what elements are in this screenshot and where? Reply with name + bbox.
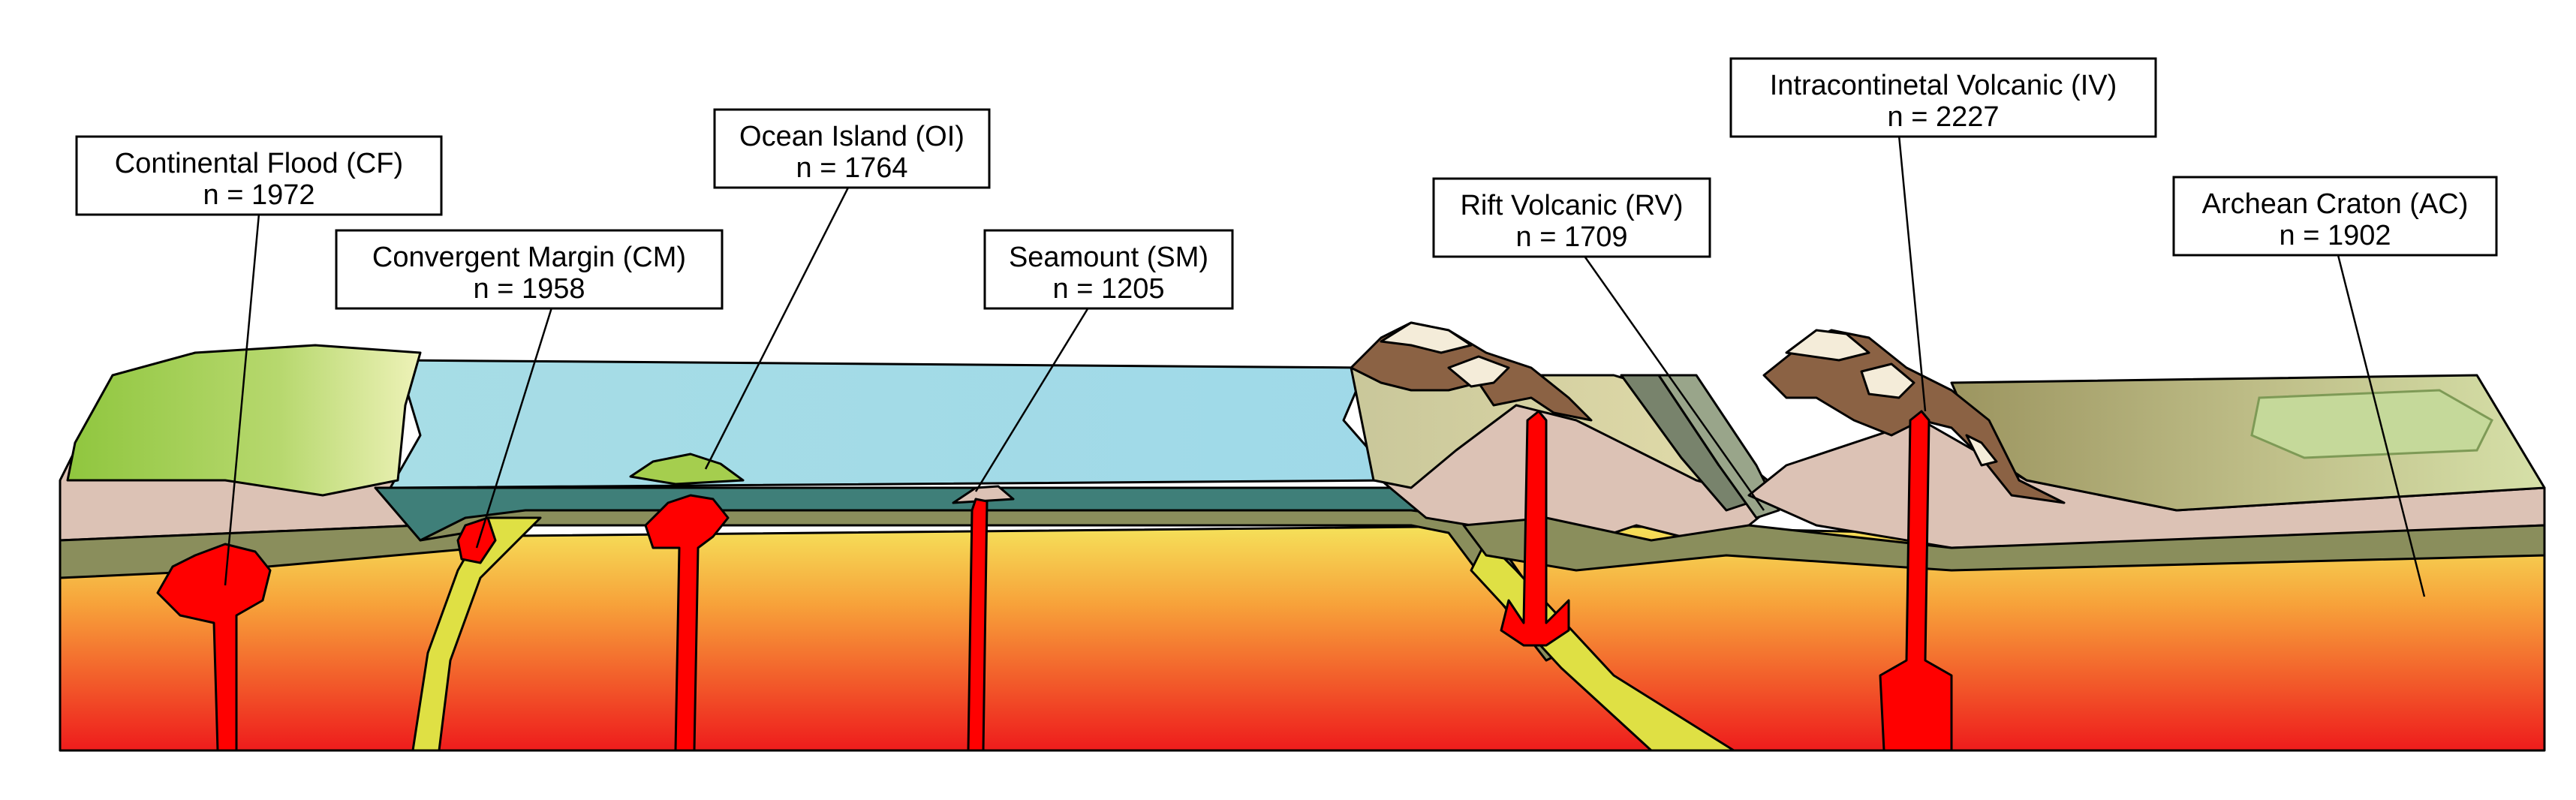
subducting-slab-left bbox=[411, 516, 542, 752]
cm-label-name: Convergent Margin (CM) bbox=[372, 242, 686, 273]
cf-label-count: n = 1972 bbox=[203, 179, 315, 211]
craton-field bbox=[2250, 389, 2493, 459]
ac-leader-line bbox=[2337, 254, 2426, 597]
ac-label-count: n = 1902 bbox=[2280, 220, 2391, 251]
snow-cap-1 bbox=[1380, 321, 1473, 354]
label-intracontinental-volcanic: Intracontinetal Volcanic (IV) n = 2227 bbox=[1729, 57, 2157, 138]
cf-magma-plume bbox=[156, 543, 272, 752]
cm-magma-chamber bbox=[456, 516, 497, 564]
ac-label-name: Archean Craton (AC) bbox=[2202, 188, 2469, 220]
ocean-island bbox=[629, 453, 745, 486]
snow-cap-5 bbox=[1965, 434, 1998, 467]
cf-label-name: Continental Flood (CF) bbox=[115, 148, 403, 179]
label-seamount: Seamount (SM) n = 1205 bbox=[983, 229, 1234, 310]
ocean-water bbox=[389, 359, 1398, 489]
iv-label-count: n = 2227 bbox=[1888, 101, 2000, 133]
cm-label-count: n = 1958 bbox=[474, 273, 585, 305]
snow-cap-4 bbox=[1860, 362, 1915, 399]
label-archean-craton: Archean Craton (AC) n = 1902 bbox=[2172, 176, 2498, 257]
oi-leader-line bbox=[704, 187, 850, 470]
cf-leader-line bbox=[224, 213, 260, 586]
sm-label-name: Seamount (SM) bbox=[1009, 242, 1208, 273]
label-ocean-island: Ocean Island (OI) n = 1764 bbox=[713, 108, 991, 189]
oi-magma-plume bbox=[644, 494, 730, 752]
oi-label-name: Ocean Island (OI) bbox=[739, 121, 964, 152]
rv-magma-conduit bbox=[1500, 410, 1570, 647]
rv-leader-line bbox=[1582, 254, 1765, 511]
sm-label-count: n = 1205 bbox=[1053, 273, 1165, 305]
snow-cap-3 bbox=[1785, 329, 1870, 362]
lithosphere-right bbox=[1462, 516, 2546, 572]
iv-leader-line bbox=[1897, 134, 1927, 412]
cm-leader-line bbox=[475, 307, 553, 549]
rv-label-count: n = 1709 bbox=[1516, 221, 1628, 253]
continental-flood-plain bbox=[66, 344, 422, 497]
rv-label-name: Rift Volcanic (RV) bbox=[1460, 190, 1683, 221]
label-convergent-margin: Convergent Margin (CM) n = 1958 bbox=[335, 229, 724, 310]
oi-label-count: n = 1764 bbox=[796, 152, 908, 184]
iv-label-name: Intracontinetal Volcanic (IV) bbox=[1770, 70, 2117, 101]
sm-leader-line bbox=[974, 307, 1090, 492]
iv-magma-conduit bbox=[1879, 410, 1953, 752]
label-rift-volcanic: Rift Volcanic (RV) n = 1709 bbox=[1432, 177, 1711, 258]
snow-cap-2 bbox=[1447, 355, 1510, 388]
sm-magma-conduit bbox=[967, 498, 989, 752]
label-continental-flood: Continental Flood (CF) n = 1972 bbox=[75, 135, 443, 216]
seamount bbox=[952, 485, 1015, 504]
